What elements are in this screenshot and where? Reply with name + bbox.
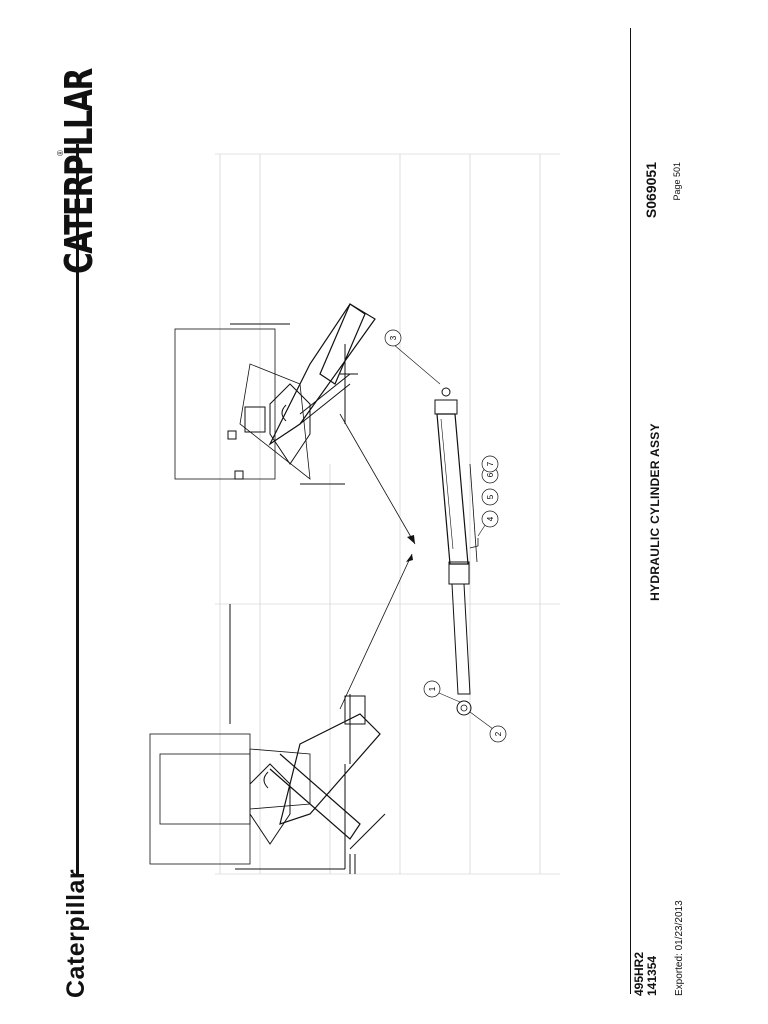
callout-group: 1 2 3 4 5 6 7 — [384, 329, 507, 743]
svg-text:7: 7 — [486, 461, 495, 466]
part-number: S069051 — [643, 162, 659, 219]
callout-3: 3 — [384, 329, 402, 347]
callout-2: 2 — [489, 725, 507, 743]
svg-text:5: 5 — [486, 494, 495, 499]
callout-7: 7 — [481, 455, 499, 473]
page-number: Page 501 — [672, 162, 682, 201]
svg-text:4: 4 — [486, 516, 495, 521]
footer-rule — [630, 28, 631, 994]
svg-text:3: 3 — [389, 335, 398, 340]
machine-view-right — [174, 303, 376, 485]
machine-view-left — [149, 604, 386, 874]
model-number: 495HR2 — [632, 951, 646, 996]
export-date: Exported: 01/23/2013 — [674, 900, 685, 996]
svg-text:1: 1 — [428, 686, 437, 691]
leader-arrows — [339, 413, 416, 710]
hydraulic-cylinder — [434, 387, 479, 716]
document-title: HYDRAULIC CYLINDER ASSY — [648, 423, 662, 601]
svg-text:2: 2 — [494, 731, 503, 736]
callout-5: 5 — [481, 488, 499, 506]
callout-4: 4 — [481, 510, 499, 528]
callout-1: 1 — [423, 680, 441, 698]
background-faint-lines — [215, 153, 560, 875]
arrow-heads — [406, 535, 415, 562]
svg-text:6: 6 — [486, 472, 495, 477]
